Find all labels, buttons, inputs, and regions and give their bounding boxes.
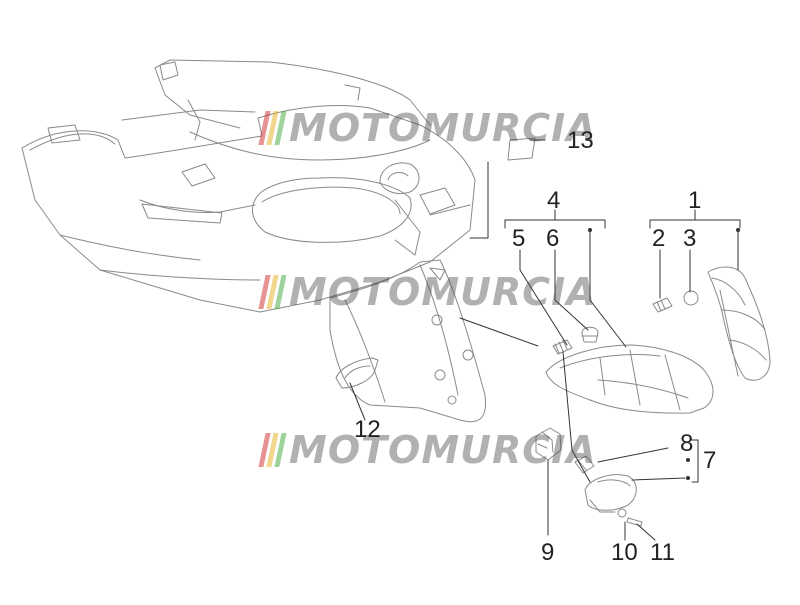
callout-3: 3 bbox=[683, 225, 697, 252]
callout-7: 7 bbox=[703, 447, 717, 474]
part-13-bracket bbox=[507, 137, 536, 161]
leader-lines bbox=[349, 139, 741, 541]
callout-5: 5 bbox=[512, 225, 526, 252]
watermark-text: MOTOMURCIA bbox=[289, 270, 597, 314]
callout-11: 11 bbox=[650, 539, 675, 566]
callout-1: 1 bbox=[688, 187, 702, 214]
watermark-text: MOTOMURCIA bbox=[289, 428, 597, 472]
bulbs-5-6 bbox=[552, 326, 599, 355]
callout-8: 8 bbox=[680, 430, 694, 457]
bulbs-2-3 bbox=[652, 290, 699, 313]
part-7-plate-light bbox=[584, 474, 637, 513]
bulb-8 bbox=[574, 455, 595, 474]
part-9-socket bbox=[535, 427, 562, 461]
leader-dots bbox=[588, 228, 740, 480]
watermark-top: MOTOMURCIA bbox=[258, 106, 597, 150]
screws-10-11 bbox=[617, 508, 643, 527]
callout-10: 10 bbox=[611, 539, 638, 566]
rear-body-shell bbox=[21, 59, 476, 313]
watermark-bottom: MOTOMURCIA bbox=[258, 428, 597, 472]
watermark-middle: MOTOMURCIA bbox=[258, 270, 597, 314]
part-4-tail-light bbox=[545, 344, 714, 414]
callout-9: 9 bbox=[541, 539, 555, 566]
part-1-side-lens bbox=[707, 266, 771, 381]
watermark-text: MOTOMURCIA bbox=[289, 106, 597, 150]
callout-12: 12 bbox=[354, 416, 381, 443]
callout-4: 4 bbox=[547, 187, 561, 214]
callout-13: 13 bbox=[567, 127, 594, 154]
callout-6: 6 bbox=[546, 225, 560, 252]
callout-2: 2 bbox=[652, 225, 666, 252]
